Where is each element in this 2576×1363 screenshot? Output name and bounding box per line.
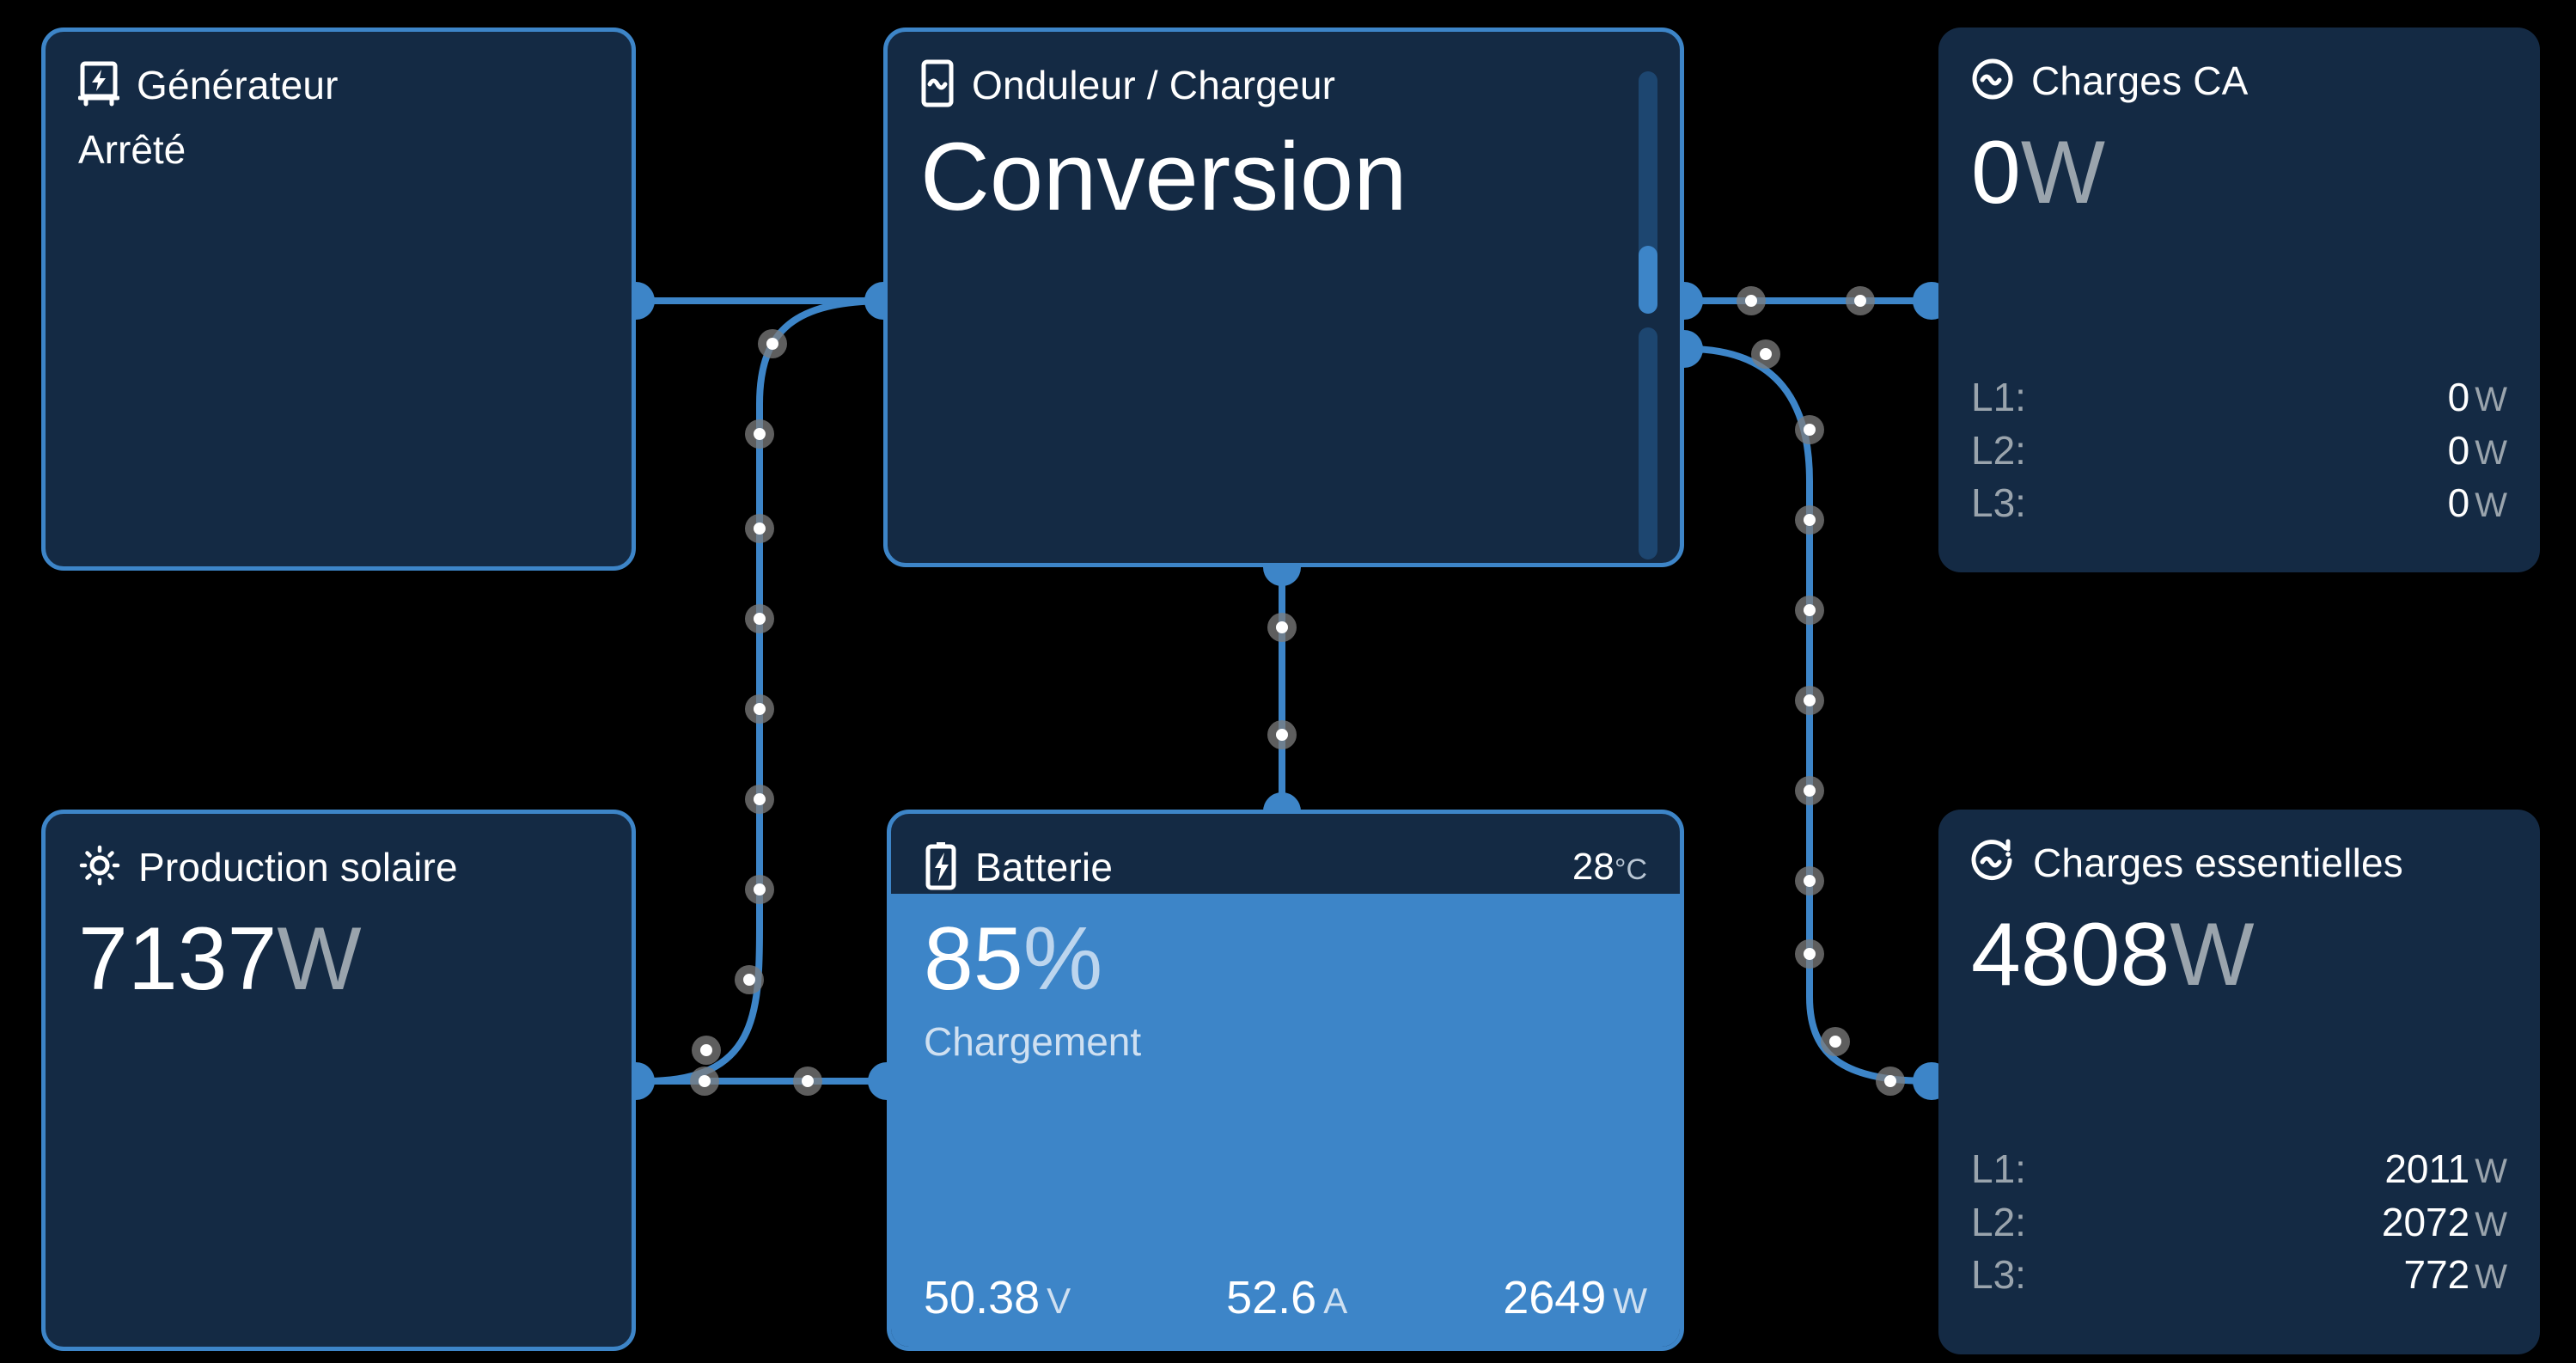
solar-value: 7137W bbox=[78, 909, 362, 1009]
inverter-gauge-top-fill bbox=[1639, 246, 1657, 314]
inverter-gauge-bottom bbox=[1639, 327, 1657, 559]
essential-loads-title: Charges essentielles bbox=[2033, 840, 2404, 885]
generator-icon bbox=[77, 60, 120, 111]
battery-title: Batterie bbox=[975, 845, 1114, 889]
ac-load-icon bbox=[1971, 58, 2014, 105]
battery-temperature: 28°C bbox=[1572, 846, 1647, 888]
generator-status: Arrêté bbox=[78, 127, 186, 172]
ac-loads-value: 0W bbox=[1971, 123, 2106, 223]
card-inverter-charger[interactable]: Onduleur / Chargeur Conversion bbox=[883, 28, 1684, 567]
essential-loads-value: 4808W bbox=[1971, 905, 2255, 1005]
sun-icon bbox=[78, 844, 121, 891]
inverter-gauge-top bbox=[1639, 71, 1657, 314]
battery-charging-icon bbox=[924, 840, 958, 895]
inverter-state: Conversion bbox=[920, 123, 1407, 230]
card-generator[interactable]: Générateur Arrêté bbox=[41, 28, 636, 571]
essential-load-icon bbox=[1971, 839, 2016, 888]
solar-title: Production solaire bbox=[138, 845, 458, 889]
inverter-title: Onduleur / Chargeur bbox=[972, 63, 1336, 107]
generator-title: Générateur bbox=[137, 63, 339, 107]
ac-loads-title: Charges CA bbox=[2031, 58, 2249, 103]
card-solar-production[interactable]: Production solaire 7137W bbox=[41, 810, 636, 1351]
battery-fill-level bbox=[891, 894, 1680, 1347]
inverter-icon bbox=[920, 59, 955, 112]
battery-soc: 85% bbox=[924, 909, 1103, 1009]
battery-state: Chargement bbox=[924, 1019, 1142, 1065]
